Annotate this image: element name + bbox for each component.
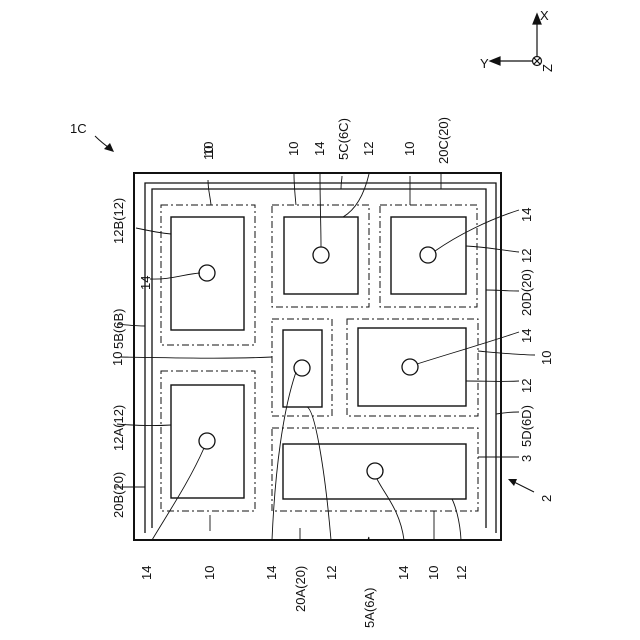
label-top-14: 14	[312, 142, 327, 156]
axis-z-label: Z	[540, 64, 555, 72]
label-right-12-b: 12	[519, 379, 534, 393]
label-left-12b: 12B(12)	[111, 198, 126, 244]
label-bottom-20a: 20A(20)	[293, 566, 308, 612]
label-right-3: 3	[519, 455, 534, 462]
label-bottom-12-b: 12	[454, 566, 469, 580]
label-left-14-top: 14	[138, 276, 153, 290]
label-bottom-10: 10	[426, 566, 441, 580]
label-top-12: 12	[361, 142, 376, 156]
leader-lines	[115, 174, 535, 540]
label-left-10-mid: 10	[110, 352, 125, 366]
label-top-10-b: 10	[286, 142, 301, 156]
label-top-10-c: 10	[402, 142, 417, 156]
label-top-5c: 5C(6C)	[336, 118, 351, 160]
label-board-2: 2	[539, 495, 554, 502]
label-right-12-a: 12	[519, 249, 534, 263]
label-right-20d: 20D(20)	[519, 269, 534, 316]
label-right-14-a: 14	[519, 208, 534, 222]
label-right-10: 10	[539, 351, 554, 365]
figure-label: 1C	[70, 121, 87, 136]
coordinate-axes	[490, 14, 542, 66]
label-top-20c: 20C(20)	[436, 117, 451, 164]
label-right-5d: 5D(6D)	[519, 405, 534, 447]
label-left-20b: 20B(20)	[111, 472, 126, 518]
label-left-14-bottom: 14	[139, 566, 154, 580]
label-left-12a: 12A(12)	[111, 405, 126, 451]
label-top-10-a: 10	[201, 142, 216, 156]
axis-y-label: Y	[480, 56, 489, 71]
axis-x-label: X	[540, 8, 549, 23]
label-bottom-5a: 5A(6A)	[362, 588, 377, 628]
label-left-5b: 5B(6B)	[111, 309, 126, 349]
label-bottom-14-a: 14	[264, 566, 279, 580]
board-outline	[134, 173, 501, 540]
label-right-14-b: 14	[519, 329, 534, 343]
label-bottom-12-a: 12	[324, 566, 339, 580]
label-left-10-bottom: 10	[202, 566, 217, 580]
label-bottom-14-b: 14	[396, 566, 411, 580]
